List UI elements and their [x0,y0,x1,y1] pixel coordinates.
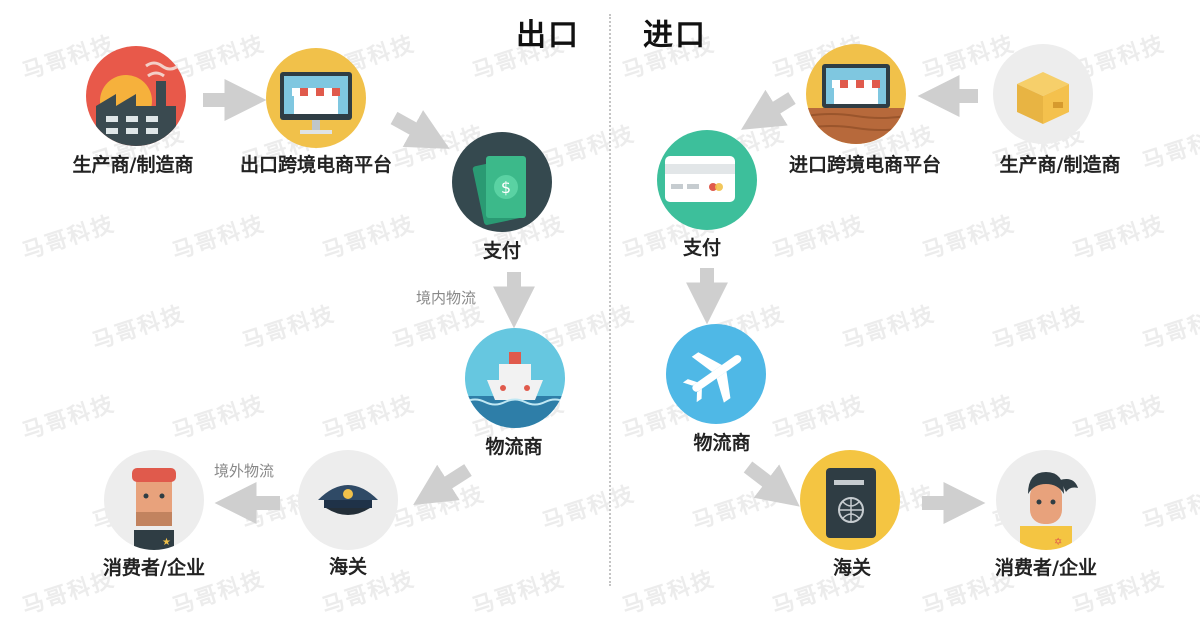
storefront-monitor-icon-import [806,44,906,144]
export-consumer-label: 消费者/企业 [103,557,205,579]
svg-text:$: $ [501,178,511,197]
domestic-logistics-note: 境内物流 [416,289,477,307]
import-consumer-label: 消费者/企业 [995,557,1097,579]
ship-icon [465,328,565,428]
man-consumer-icon: ★ [104,450,204,550]
arrow-platform-to-payment-import [741,89,796,130]
import-producer-label: 生产商/制造商 [999,154,1121,176]
credit-card-icon [657,130,757,230]
import-platform-label: 进口跨境电商平台 [788,154,941,176]
airplane-icon [666,324,766,424]
trade-flow-diagram: 马哥科技马哥科技马哥科技马哥科技马哥科技马哥科技马哥科技马哥科技马哥科技马哥科技… [19,14,1200,620]
package-box-icon [993,44,1093,144]
customs-officer-icon [298,450,398,550]
export-producer-label: 生产商/制造商 [72,154,194,176]
cash-icon: $ [452,132,552,232]
export-customs-label: 海关 [328,556,367,578]
export-logistics-label: 物流商 [485,436,543,458]
section-divider [609,14,611,586]
arrow-logistics-to-customs [413,464,472,506]
passport-icon [800,450,900,550]
woman-consumer-icon: ✡ [996,450,1096,550]
foreign-logistics-note: 境外物流 [214,462,275,480]
storefront-monitor-icon [266,48,366,148]
import-heading: 进口 [643,18,707,53]
factory-icon [86,46,186,146]
flow-arrows [203,75,986,524]
export-heading: 出口 [516,18,580,53]
svg-text:✡: ✡ [1054,537,1062,548]
import-payment-label: 支付 [682,237,721,259]
export-payment-label: 支付 [482,240,521,262]
export-platform-label: 出口跨境电商平台 [239,154,392,176]
arrow-platform-to-payment [390,110,450,149]
arrow-logistics-to-customs-import [743,461,800,507]
import-customs-label: 海关 [832,557,871,579]
svg-text:★: ★ [162,537,171,548]
import-logistics-label: 物流商 [693,432,751,454]
